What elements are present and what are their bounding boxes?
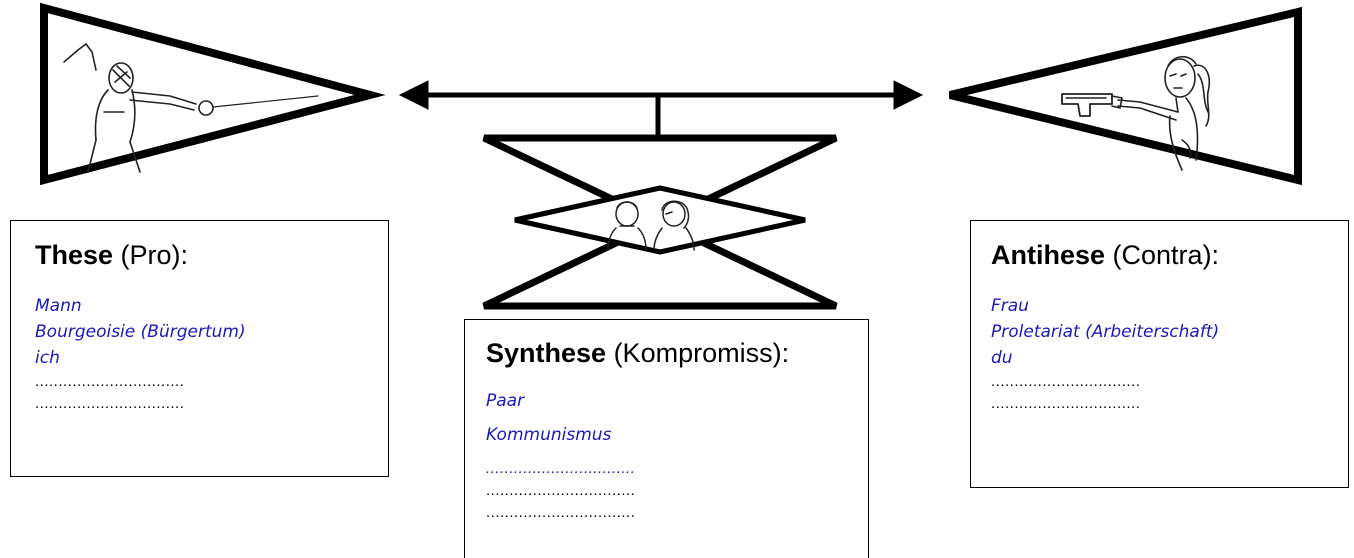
list-item: du	[991, 348, 1013, 368]
fencer-illustration-icon	[63, 43, 319, 173]
synthese-list: Paar Kommunismus .......................…	[486, 388, 635, 524]
arrows	[398, 80, 924, 178]
antithese-title-bold: Antihese	[991, 240, 1106, 270]
these-triangle	[40, 2, 386, 186]
antithese-box: Antihese (Contra): Frau Proletariat (Arb…	[970, 220, 1349, 488]
list-item: Kommunismus	[486, 425, 612, 445]
antithese-triangle	[949, 6, 1302, 186]
these-title-rest: (Pro):	[113, 240, 189, 270]
synthese-title: Synthese (Kompromiss):	[486, 338, 789, 369]
list-item: Frau	[991, 296, 1029, 316]
synthese-title-bold: Synthese	[486, 338, 607, 368]
arrow-right-icon	[893, 80, 924, 110]
antithese-list: Frau Proletariat (Arbeiterschaft) du ...…	[991, 293, 1219, 415]
blank-line: ................................	[35, 373, 185, 390]
blank-line: ................................	[486, 460, 636, 477]
blank-line: ................................	[991, 373, 1141, 390]
blank-line: ................................	[35, 395, 185, 412]
these-box: These (Pro): Mann Bourgeoisie (Bürgertum…	[10, 220, 389, 477]
list-item: Bourgeoisie (Bürgertum)	[35, 322, 246, 342]
couple-illustration-icon	[607, 200, 695, 251]
blank-line: ................................	[486, 482, 636, 499]
synthese-hourglass	[482, 134, 838, 310]
list-item: Proletariat (Arbeiterschaft)	[991, 322, 1220, 342]
arrow-left-icon	[398, 80, 429, 110]
list-item: Mann	[35, 296, 82, 316]
antithese-title-rest: (Contra):	[1105, 240, 1220, 270]
these-list: Mann Bourgeoisie (Bürgertum) ich .......…	[35, 293, 246, 415]
list-item: Paar	[486, 391, 525, 411]
synthese-box: Synthese (Kompromiss): Paar Kommunismus …	[464, 319, 869, 558]
woman-with-pistol-illustration-icon	[1061, 55, 1210, 171]
blank-line: ................................	[486, 504, 636, 521]
these-title: These (Pro):	[35, 240, 188, 271]
these-title-bold: These	[35, 240, 114, 270]
antithese-title: Antihese (Contra):	[991, 240, 1219, 271]
blank-line: ................................	[991, 395, 1141, 412]
synthese-title-rest: (Kompromiss):	[606, 338, 790, 368]
list-item: ich	[35, 348, 60, 368]
